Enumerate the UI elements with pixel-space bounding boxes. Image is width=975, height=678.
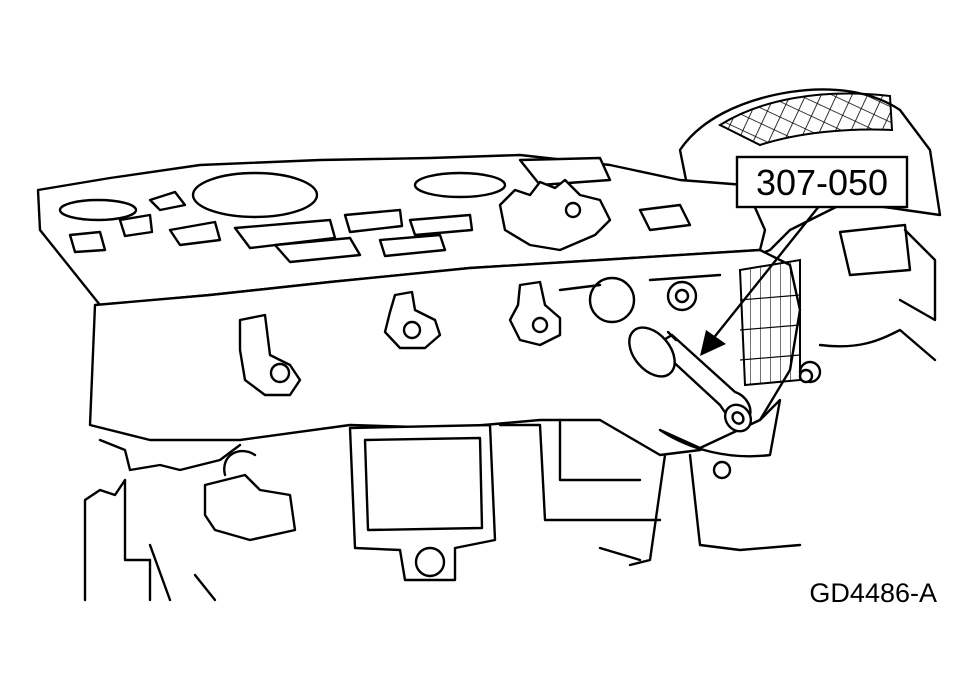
callout-label: 307-050 bbox=[756, 162, 888, 203]
filter-frame bbox=[348, 418, 662, 582]
lower-left-housing bbox=[83, 438, 297, 602]
callout-box: 307-050 bbox=[735, 155, 909, 209]
special-tool-pin bbox=[628, 326, 753, 433]
callout-arrow bbox=[700, 204, 821, 356]
figure-id: GD4486-A bbox=[809, 578, 937, 608]
lower-housing bbox=[598, 398, 802, 567]
valve-body-casting bbox=[88, 248, 822, 457]
